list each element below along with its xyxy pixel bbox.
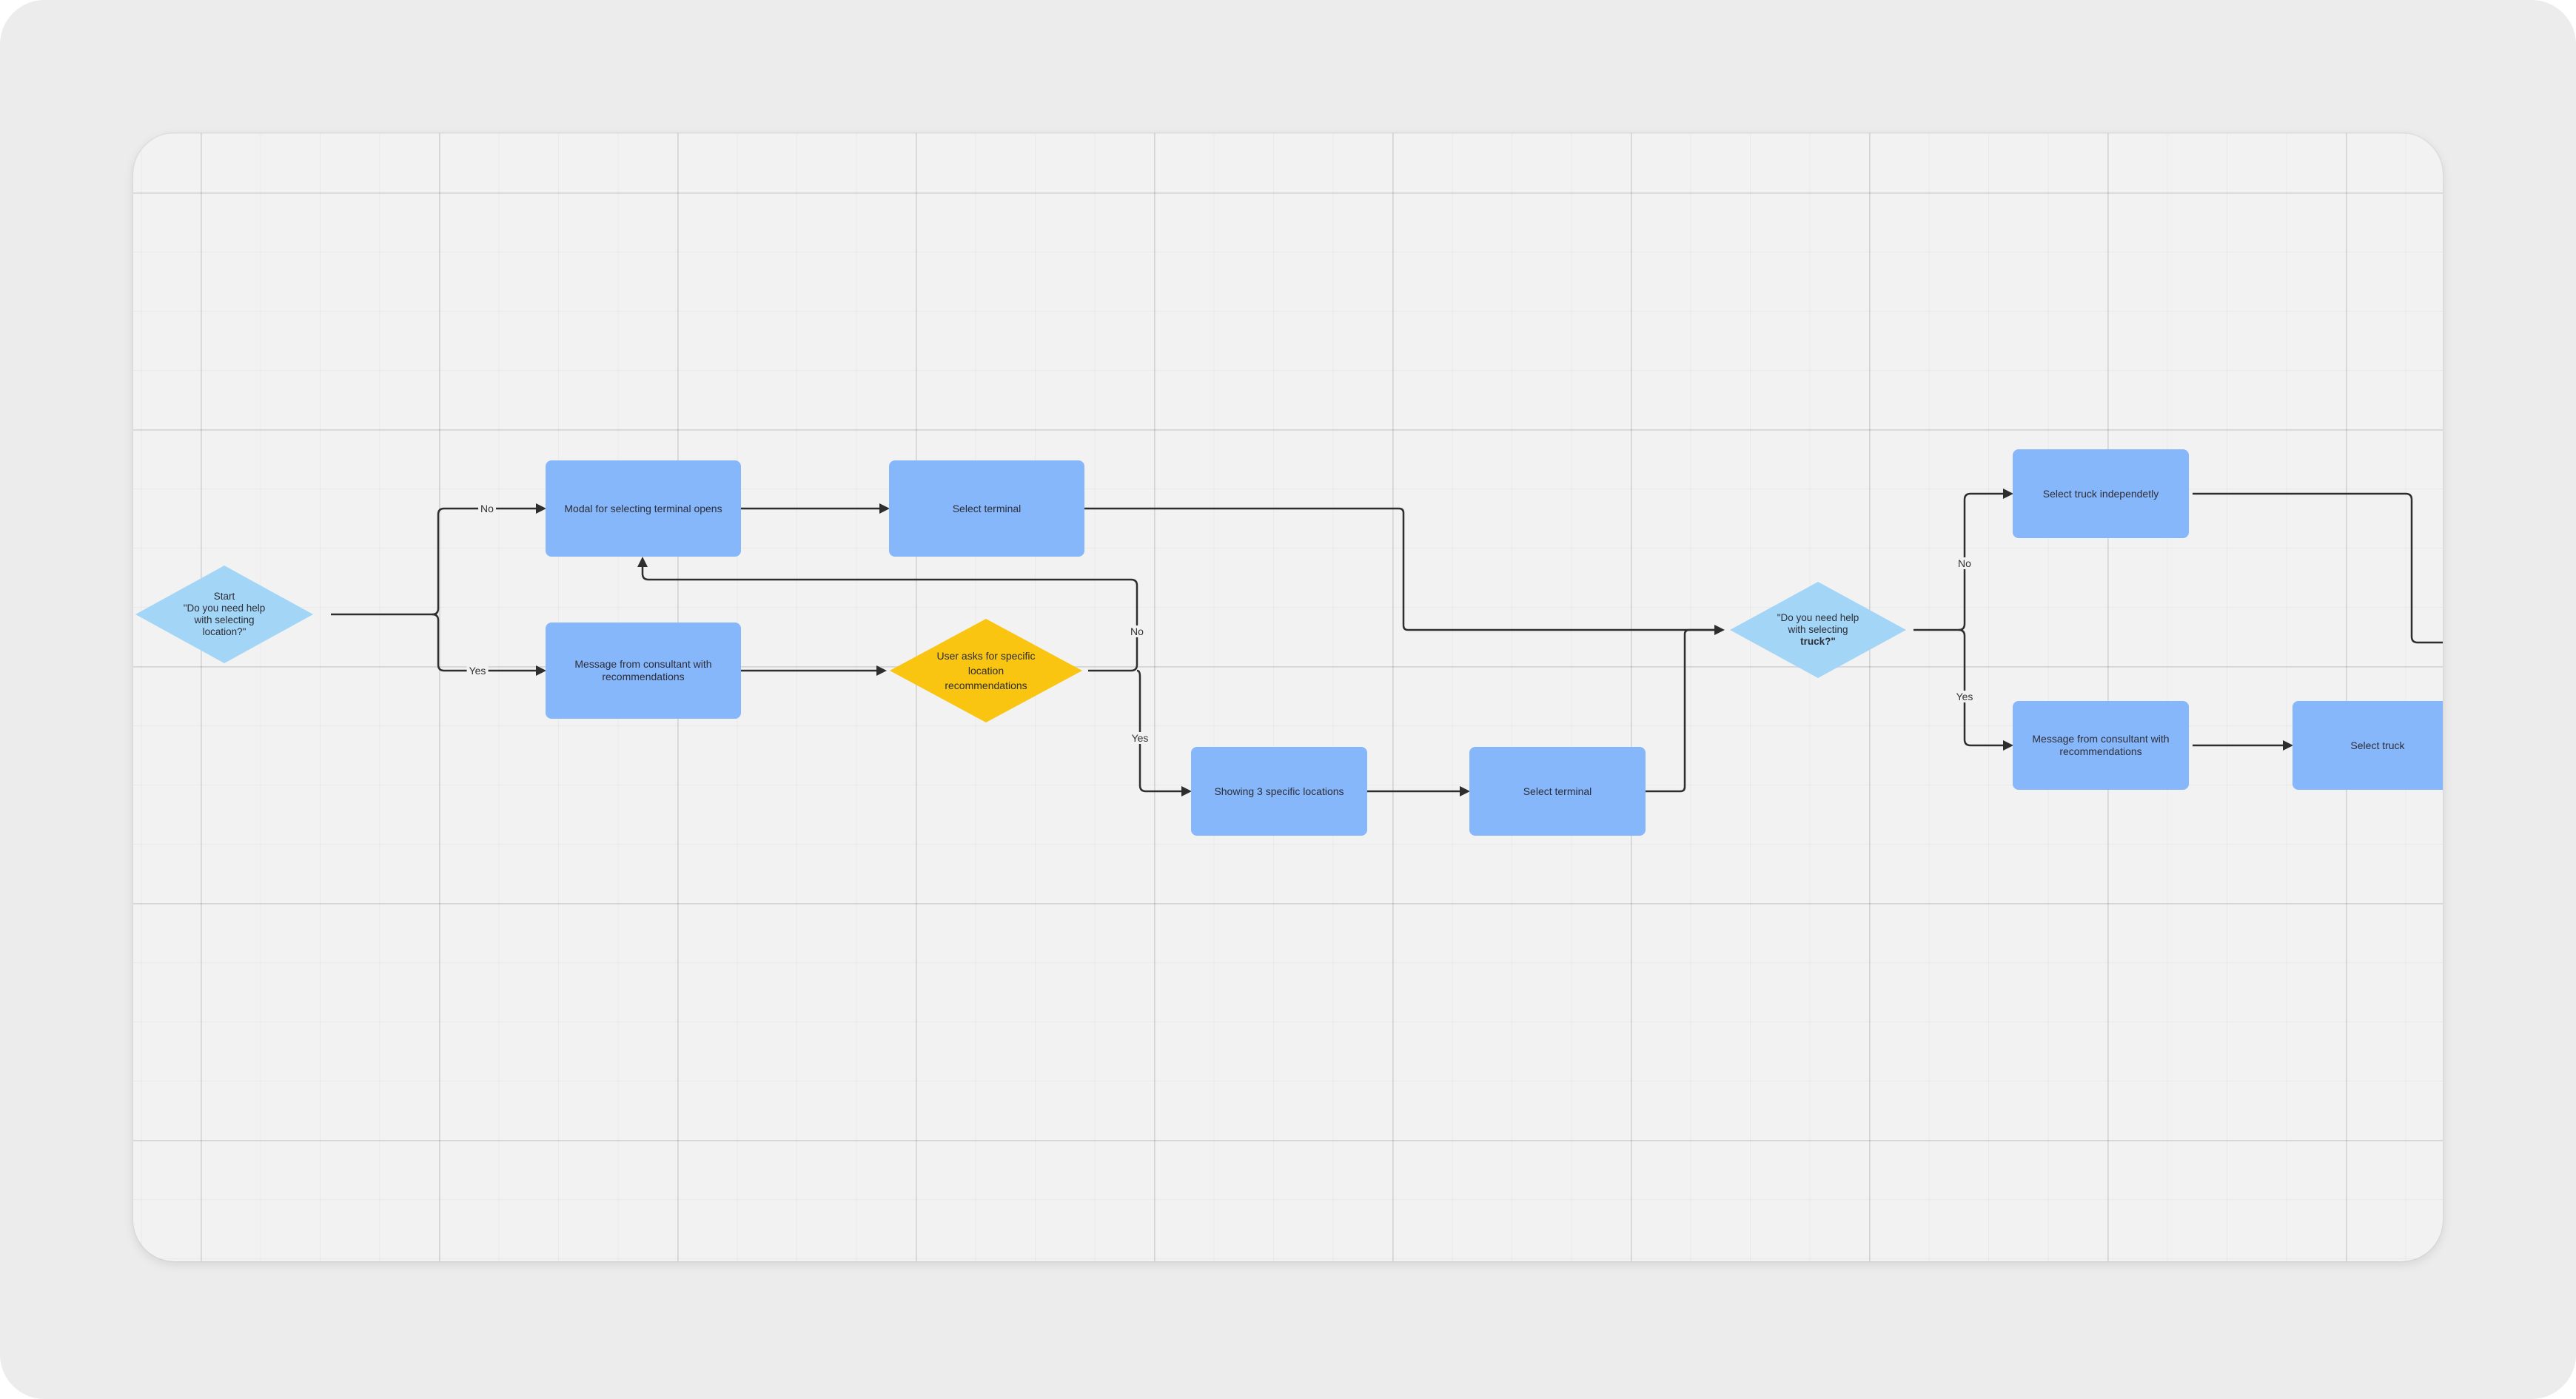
- showing-locations-node[interactable]: Showing 3 specific locations: [1191, 747, 1367, 836]
- message-consultant-node-2[interactable]: Message from consultant with recommendat…: [2013, 701, 2189, 790]
- select-terminal-node-1[interactable]: Select terminal: [889, 460, 1084, 557]
- select-terminal-label-2: Select terminal: [1523, 785, 1592, 797]
- arrowhead: [2003, 489, 2013, 499]
- user-asks-decision-shape[interactable]: [890, 619, 1082, 722]
- start-decision-shape[interactable]: [135, 566, 313, 663]
- select-truck-independently-label: Select truck independetly: [2042, 487, 2159, 500]
- select-truck-independently-node[interactable]: Select truck independetly: [2013, 449, 2189, 538]
- message-consultant-label-2: Message from consultant with recommendat…: [2032, 733, 2170, 757]
- edge-label-user-asks-yes: Yes: [1129, 732, 1151, 744]
- arrowhead: [1714, 625, 1725, 635]
- arrowhead: [879, 503, 890, 514]
- truck-decision-shape[interactable]: [1730, 582, 1906, 678]
- edge-select-terminal-2-to-truck-decision: [1645, 628, 1717, 793]
- flowchart-svg: [135, 489, 2443, 796]
- start-decision-line-3: with selecting: [194, 614, 255, 625]
- user-asks-line-2: location: [967, 665, 1004, 677]
- arrowhead: [2003, 740, 2013, 751]
- user-asks-decision-text: User asks for specific location recommen…: [905, 637, 1067, 705]
- edge-label-truck-yes: Yes: [1953, 691, 1976, 702]
- truck-decision-line-3: truck?": [1800, 636, 1836, 647]
- arrowhead: [536, 503, 546, 514]
- start-decision-line-2: "Do you need help: [183, 603, 266, 614]
- modal-terminal-node[interactable]: Modal for selecting terminal opens: [546, 460, 741, 557]
- edge-user-asks-yes-to-showing: [1136, 669, 1184, 793]
- edge-independent-continues: [2193, 492, 2443, 644]
- edge-start-to-modal: [331, 507, 539, 616]
- edge-label-start-yes: Yes: [466, 665, 489, 677]
- arrowhead: [536, 665, 546, 676]
- user-asks-line-3: recommendations: [945, 680, 1027, 691]
- message-consultant-node-1[interactable]: Message from consultant with recommendat…: [546, 623, 741, 719]
- edge-label-user-asks-no: No: [1128, 625, 1146, 637]
- edge-label-start-no: No: [478, 503, 496, 514]
- select-truck-label: Select truck: [2350, 739, 2405, 751]
- showing-locations-label: Showing 3 specific locations: [1214, 785, 1344, 797]
- edge-label-truck-no: No: [1956, 557, 1973, 569]
- whiteboard-canvas[interactable]: Modal for selecting terminal opens Selec…: [133, 133, 2443, 1261]
- truck-decision-line-2: with selecting: [1788, 624, 1848, 635]
- arrowhead: [1460, 786, 1470, 796]
- start-decision-line-1: Start: [213, 591, 235, 602]
- truck-decision-line-1: "Do you need help: [1777, 612, 1859, 623]
- edge-truck-yes-to-message: [1958, 628, 2006, 747]
- start-decision-line-4: location?": [202, 626, 246, 637]
- user-asks-line-1: User asks for specific: [936, 650, 1036, 662]
- modal-terminal-label: Modal for selecting terminal opens: [564, 502, 722, 514]
- truck-decision-text: "Do you need help with selecting truck?": [1744, 603, 1892, 657]
- arrowhead: [637, 557, 648, 567]
- start-decision-text: Start "Do you need help with selecting l…: [150, 583, 298, 645]
- select-terminal-label-1: Select terminal: [952, 502, 1022, 514]
- edge-select-terminal-1-to-truck-decision: [1084, 507, 1717, 631]
- edge-start-to-message: [432, 613, 539, 672]
- message-consultant-label-1: Message from consultant with recommendat…: [574, 658, 712, 682]
- edge-user-asks-no-back-to-modal: [641, 563, 1138, 672]
- arrowhead: [1181, 786, 1192, 796]
- select-terminal-node-2[interactable]: Select terminal: [1469, 747, 1646, 836]
- arrowhead: [876, 665, 887, 676]
- arrowhead: [2283, 740, 2293, 751]
- select-truck-node[interactable]: Select truck: [2292, 701, 2443, 790]
